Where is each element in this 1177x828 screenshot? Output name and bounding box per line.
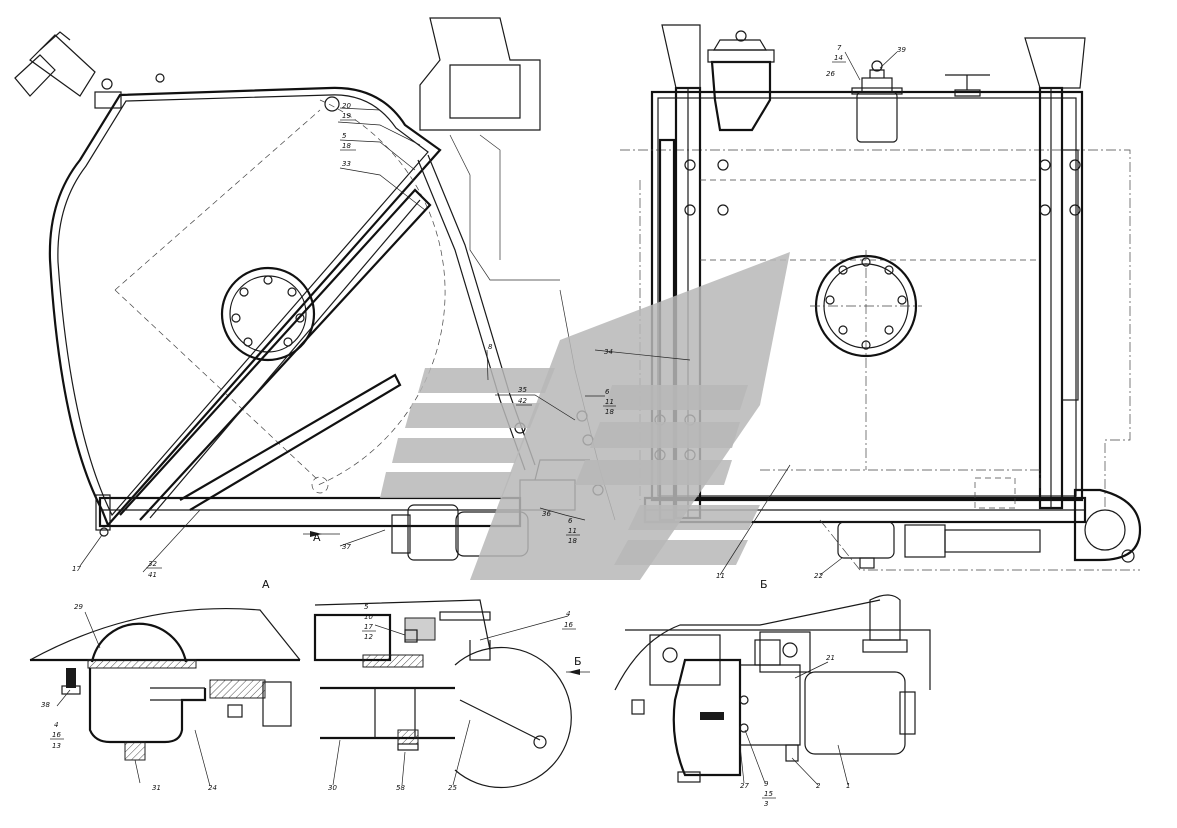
detail-pump [614,594,931,783]
inspection-flange-b [810,250,922,470]
callout: 42 [518,397,527,405]
callout: 29 [74,603,83,611]
callout: 33 [342,160,351,168]
view-arrow-label-a: А [313,531,321,544]
callout: 11 [716,572,725,580]
callout: 8 [488,343,493,351]
callout: 14 [834,54,843,62]
callout: 41 [148,571,157,579]
callout: 19 [342,112,351,120]
callout: 6 [568,517,573,525]
callout: 4 [54,721,58,729]
callout: 27 [740,782,749,790]
callout: 58 [396,784,405,792]
detail-mount [313,599,572,789]
callout: 37 [342,543,351,551]
leader-lines [56,51,898,787]
view-label-b: Б [760,578,768,591]
callout: 22 [814,572,823,580]
callout: 21 [826,654,835,662]
callout: 9 [764,780,769,788]
filler-cap-assembly [14,31,122,109]
view-arrow-label-b: Б [574,655,582,668]
callout: 17 [72,565,81,573]
callout: 17 [364,623,373,631]
callout: 11 [605,398,614,406]
callout-labels: 20 19 5 18 33 8 35 42 6 11 18 34 36 6 11… [41,44,906,808]
callout: 30 [328,784,337,792]
view-arrow-b [568,669,580,675]
callout: 38 [41,701,50,709]
callout: 7 [837,44,842,52]
callout-underlines [50,61,846,799]
callout: 36 [542,510,551,518]
callout: 4 [566,610,570,618]
callout: 32 [148,560,157,568]
filler-neck-b [707,30,775,132]
callout: 16 [564,621,573,629]
callout: 18 [568,537,577,545]
callout: 31 [152,784,161,792]
callout: 5 [342,132,347,140]
callout: 26 [826,70,835,78]
callout: 20 [342,102,351,110]
callout: 3 [764,800,768,808]
callout: 25 [448,784,457,792]
top-fitting-b [851,60,903,143]
callout: 18 [342,142,351,150]
callout: 6 [605,388,610,396]
callout: 12 [364,633,373,641]
callout: 5 [364,603,369,611]
callout: 13 [52,742,61,750]
callout: 15 [764,790,773,798]
callout: 18 [605,408,614,416]
detail-drain [29,607,301,761]
watermark-logo [380,252,790,580]
view-b-front [620,24,1142,571]
callout: 1 [846,782,850,790]
view-label-a: А [262,578,270,591]
callout: 10 [364,613,373,621]
callout: 11 [568,527,577,535]
view-arrow-a [310,531,322,537]
callout: 35 [518,386,527,394]
callout: 34 [604,348,613,356]
callout: 24 [208,784,217,792]
callout: 16 [52,731,61,739]
callout: 39 [897,46,906,54]
callout: 2 [816,782,821,790]
